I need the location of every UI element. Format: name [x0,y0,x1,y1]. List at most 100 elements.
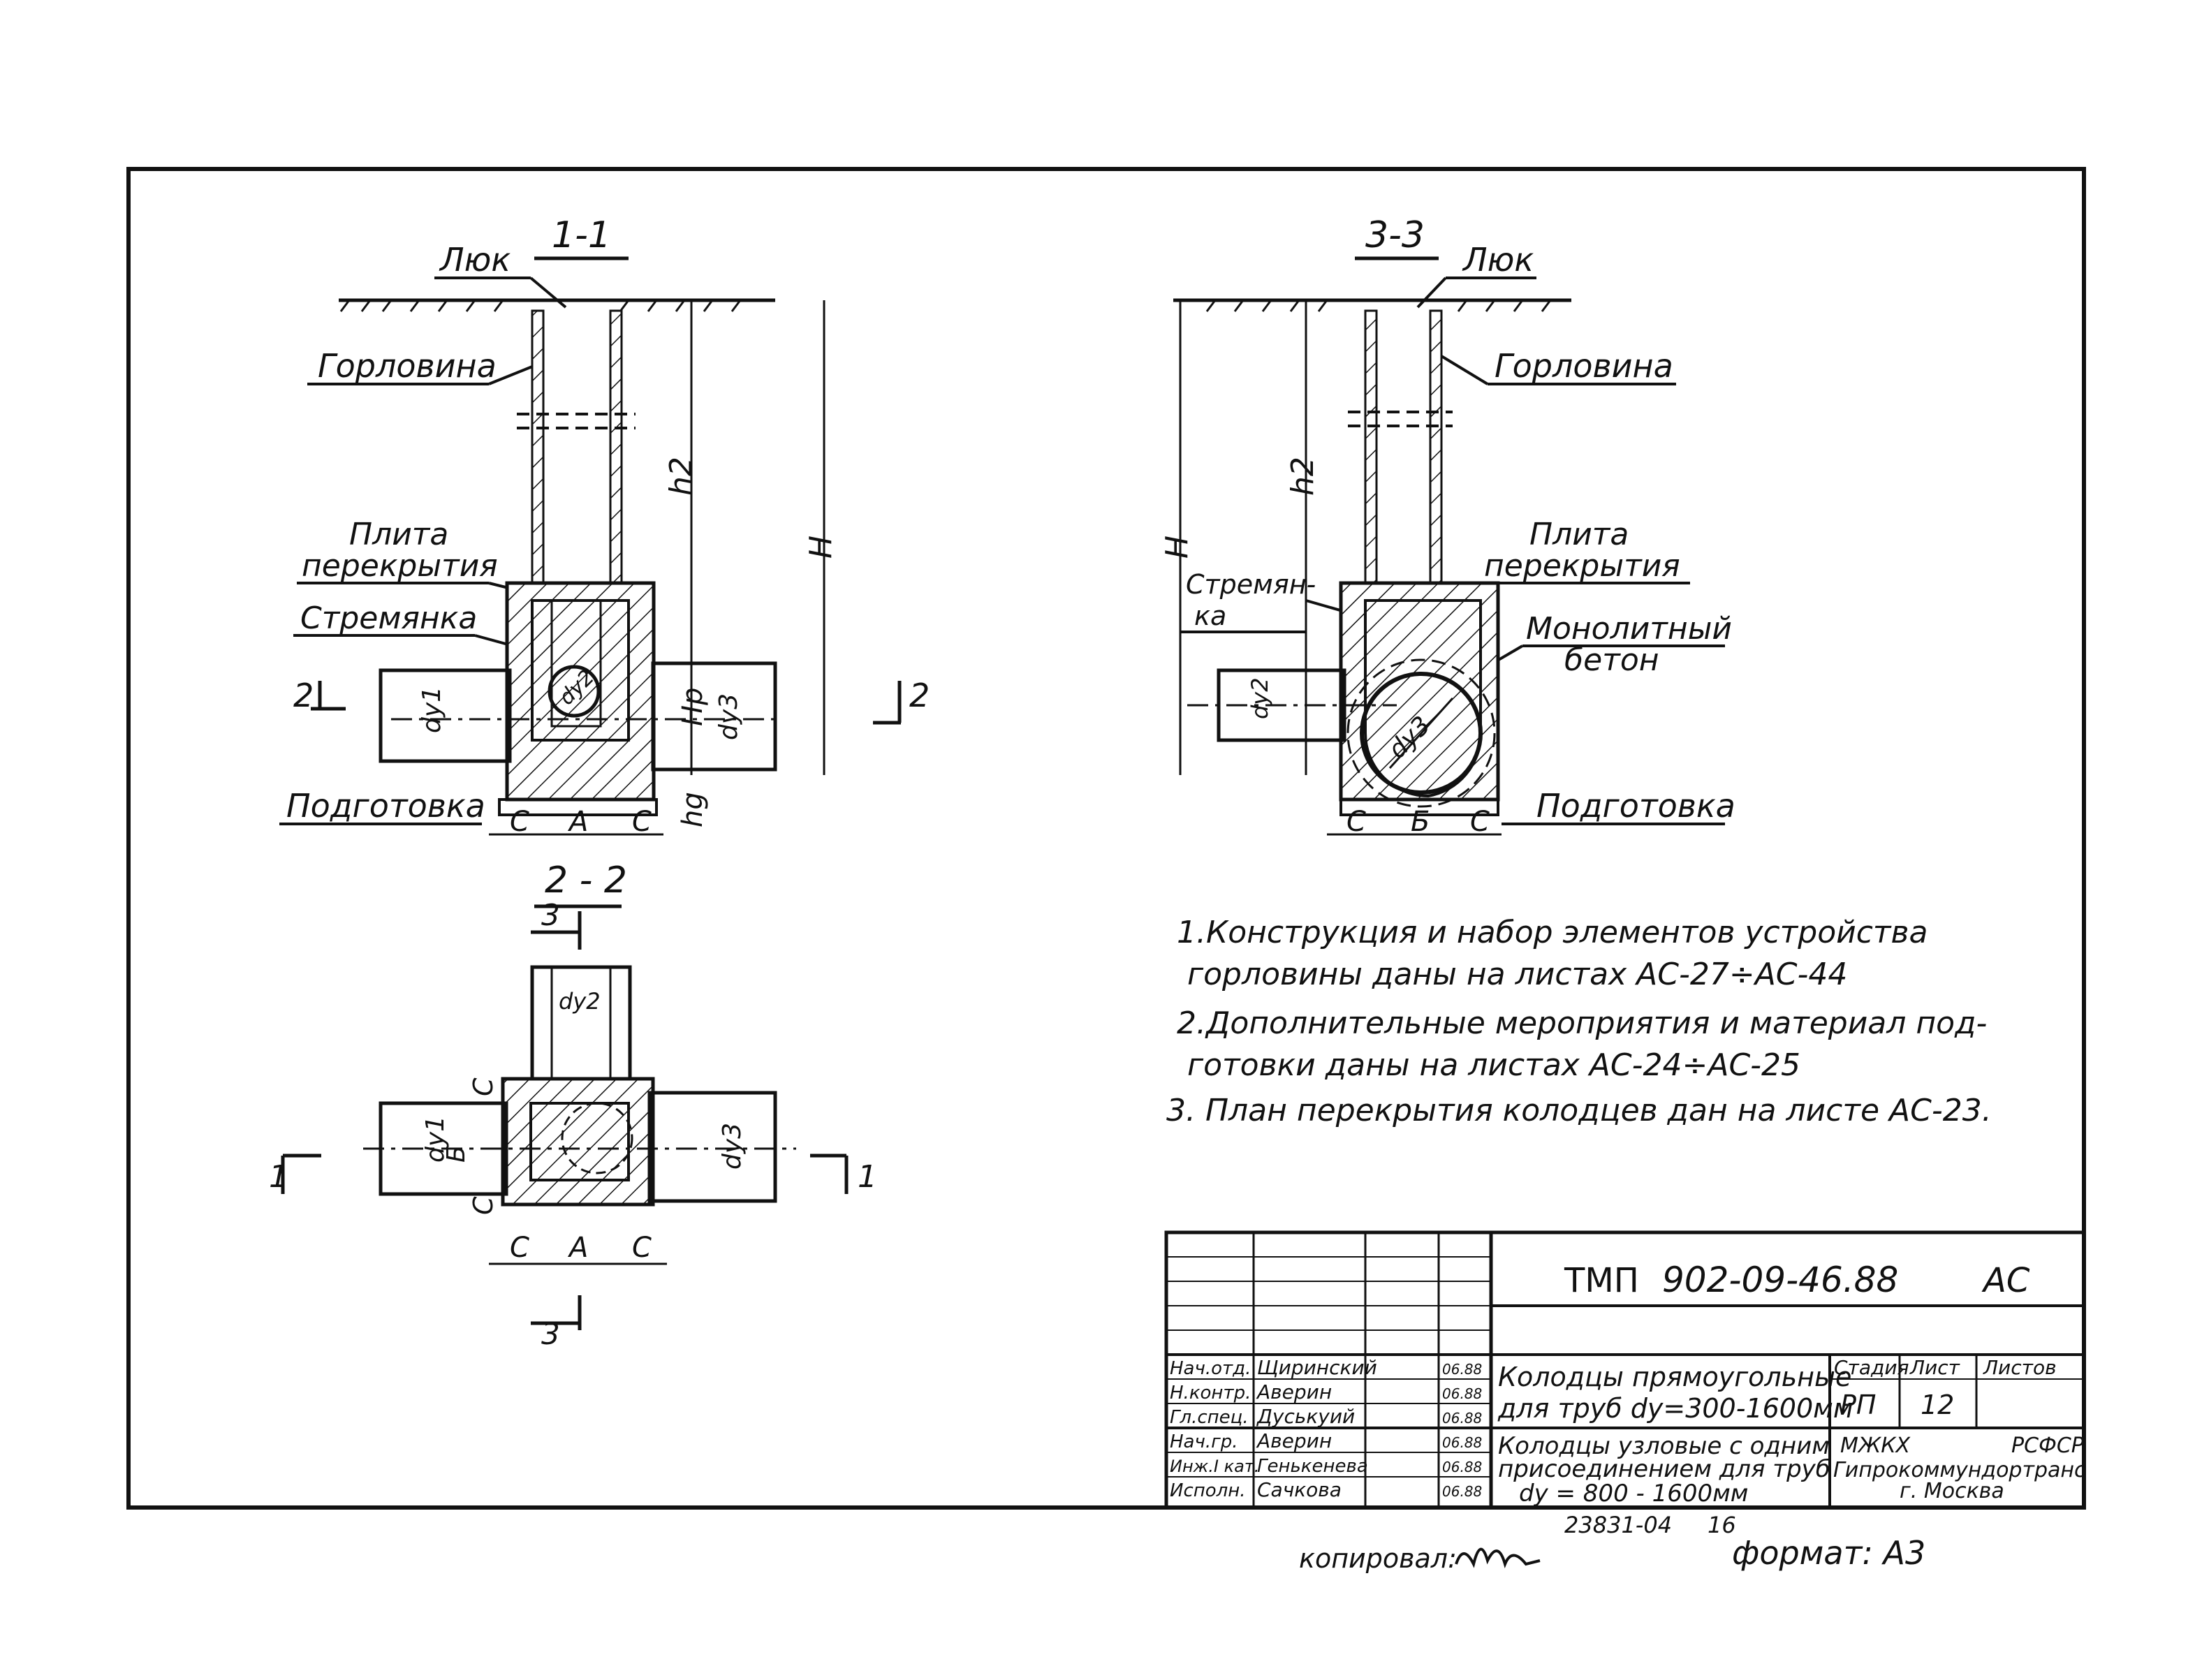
dim-h2-3-3: h2 [1285,457,1321,496]
org-line-2: Гипрокоммундортранс [1833,1458,2086,1482]
date-4: 06.88 [1442,1434,1482,1451]
subtitle-line-2: присоединением для труб [1498,1455,1830,1483]
name-6: Сачкова [1257,1478,1342,1501]
neck-shaft [531,309,545,584]
doc-code: 902-09-46.88 [1662,1260,1898,1300]
name-3: Дуськуий [1256,1405,1355,1428]
sheets-header: Листов [1983,1356,2057,1379]
role-6: Исполн. [1170,1480,1246,1501]
dim-h2: h2 [663,457,699,496]
slab-label-3-3-2: перекрытия [1484,548,1680,584]
base-label: Подготовка [286,787,485,825]
pipe-du2-circle [548,665,601,718]
role-1: Нач.отд. [1170,1358,1251,1379]
dim-c-2-2-2: C [632,1232,652,1264]
dim-c-3-3-2: C [1470,806,1490,838]
ladder-label-3-3-1: Стремян- [1186,569,1316,600]
notes: 1.Конструкция и набор элементов устройст… [1166,915,1992,1128]
sheet-value: 12 [1921,1390,1954,1420]
note-2-line-1: 2.Дополнительные мероприятия и материал … [1177,1005,1987,1041]
mono-label-1: Монолитный [1526,611,1732,647]
copier-signature [1455,1547,1541,1569]
stage-value: РП [1840,1390,1877,1420]
title-line-1: Колодцы прямоугольные [1498,1362,1851,1392]
neck-label: Горловина [318,347,497,385]
name-4: Аверин [1256,1429,1332,1452]
name-1: Щиринский [1257,1356,1377,1379]
pipe-du3-label: dу3 [714,693,743,740]
date-3: 06.88 [1442,1410,1482,1427]
name-5: Генькенева [1257,1456,1368,1477]
dim-a-2-2: A [567,1232,588,1264]
doc-mark: АС [1981,1261,2030,1300]
mono-label-2: бетон [1564,642,1659,678]
cut-mark-3-top: 3 [541,898,560,932]
cut-mark-2-right: 2 [909,677,930,714]
date-6: 06.88 [1442,1483,1482,1500]
slab-label-2: перекрытия [302,548,498,584]
note-3: 3. План перекрытия колодцев дан на листе… [1166,1093,1992,1128]
hatch-label: Люк [439,241,511,279]
section-2-2: 2 - 2 3 dу2 dу1 Б dу3 C C C A C 1 1 3 [269,860,877,1351]
format-label: формат: А3 [1732,1534,1925,1572]
code-prefix: ТМП [1564,1261,1639,1300]
pipe-du1-label-2-2: dу1 [421,1116,450,1163]
note-1-line-1: 1.Конструкция и набор элементов устройст… [1177,915,1928,950]
date-5: 06.88 [1442,1459,1482,1475]
dim-c-1: C [510,806,529,838]
org-line-3: г. Москва [1900,1479,2004,1503]
pipe-du2-label-2-2: dу2 [559,988,601,1015]
cut-mark-1-left: 1 [269,1159,288,1195]
date-1: 06.88 [1442,1361,1482,1378]
role-4: Нач.гр. [1170,1431,1238,1452]
pipe-du3-label-2-2: dу3 [718,1123,747,1170]
section-1-1-title: 1-1 [552,214,611,256]
pipe-du3-circle [1360,672,1483,795]
hatch-label-3-3: Люк [1462,241,1534,279]
cut-mark-2-left: 2 [293,677,314,714]
name-2: Аверин [1256,1380,1332,1403]
subtitle-line-1: Колодцы узловые с одним [1498,1432,1830,1460]
dim-c-2: C [632,806,652,838]
inventory-sheet: 16 [1708,1512,1736,1538]
drawing-frame [126,167,2086,1510]
org-line-1a: МЖКХ [1840,1434,1911,1458]
note-1-line-2: горловины даны на листах АС-27÷АС-44 [1187,957,1847,992]
dim-b-3-3: Б [1411,806,1430,838]
subtitle-line-3: dу = 800 - 1600мм [1519,1480,1748,1508]
dim-a: A [567,806,588,838]
base-label-3-3: Подготовка [1536,787,1735,825]
section-3-3: 3-3 Люк Горловина Плита перекрытия Монол… [1159,214,1735,838]
sheet-header: Лист [1909,1356,1960,1379]
neck-label-3-3: Горловина [1495,347,1673,385]
stage-header: Стадия [1834,1356,1909,1379]
section-2-2-title: 2 - 2 [545,860,627,901]
chamber-2-2 [501,1077,655,1207]
slab-label-1: Плита [349,517,448,552]
dim-c-2-2-bottom: C [468,1196,499,1215]
ladder-label: Стремянка [300,600,477,636]
dim-H-3-3: H [1159,536,1195,559]
note-2-line-2: готовки даны на листах АС-24÷АС-25 [1187,1047,1800,1083]
dim-H: H [803,536,839,559]
footer: 23831-04 16 копировал: формат: А3 [1299,1512,1925,1574]
section-1-1: 1-1 Люк Горловина Плита перекрытия Стрем… [279,214,930,838]
role-3: Гл.спец. [1170,1407,1249,1428]
dim-c-3-3-1: C [1346,806,1366,838]
title-line-2: для труб dу=300-1600мм [1497,1393,1853,1424]
copied-label: копировал: [1299,1543,1457,1574]
dim-hg: hg [677,792,709,827]
inventory-number: 23831-04 [1564,1512,1672,1538]
pipe-du1-label: dу1 [418,686,446,733]
date-2: 06.88 [1442,1385,1482,1402]
dim-c-2-2-1: C [510,1232,529,1264]
cut-mark-1-right: 1 [858,1159,877,1195]
org-line-1b: РСФСР [2011,1434,2085,1458]
section-3-3-title: 3-3 [1365,214,1425,256]
dim-Hp: Hp [677,688,709,726]
ladder-label-3-3-2: ка [1194,600,1226,631]
slab-label-3-3-1: Плита [1529,517,1629,552]
title-block: ТМП 902-09-46.88 АС Нач.отд. Щиринский 0… [1164,1230,2086,1510]
dim-c-2-2-top: C [468,1077,499,1096]
